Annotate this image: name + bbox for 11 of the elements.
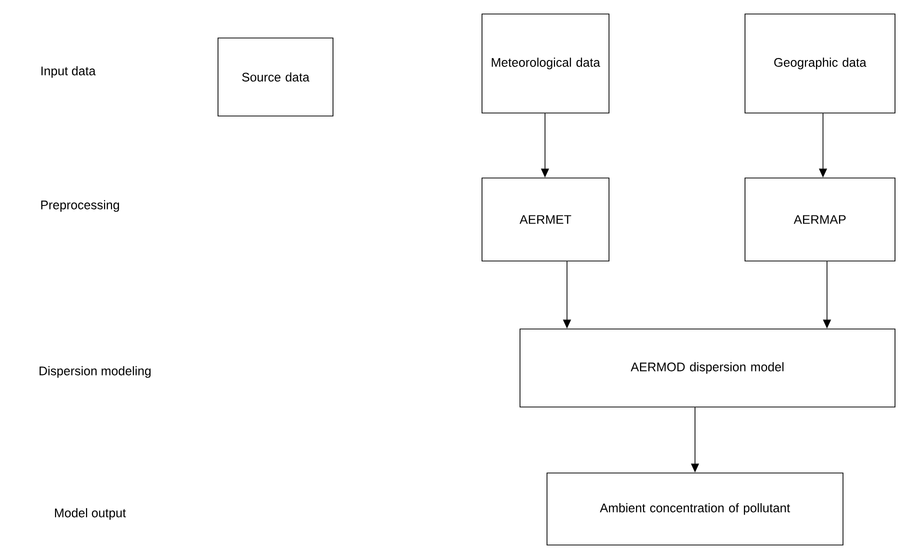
output-box: Ambient concentration of pollutant bbox=[546, 472, 844, 546]
stage-label: Dispersion modeling bbox=[40, 366, 151, 378]
input-box: Source data bbox=[218, 38, 334, 116]
stage-label: Preprocessing bbox=[41, 200, 119, 212]
preprocessor-box: AERMAP bbox=[744, 178, 896, 262]
model-box: AERMOD dispersion model bbox=[520, 328, 896, 408]
stage-label: Input data bbox=[41, 66, 96, 78]
preprocessor-box: AERMET bbox=[482, 178, 610, 262]
stage-label: Model output bbox=[55, 508, 126, 520]
input-box: Geographic data bbox=[744, 14, 896, 114]
input-box: Meteorological data bbox=[482, 14, 610, 114]
